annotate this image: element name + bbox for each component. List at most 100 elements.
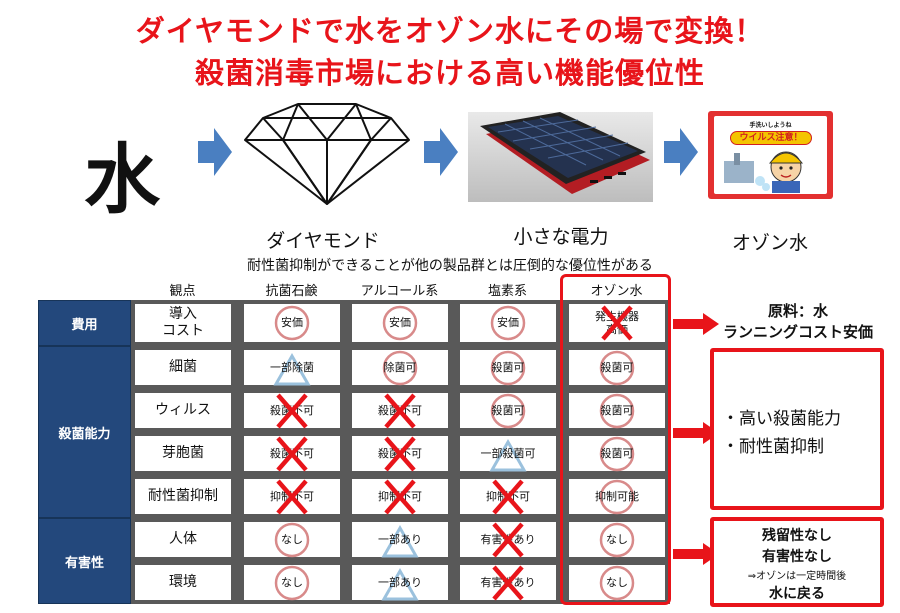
harm-callout-box: 残留性なし 有害性なし ⇒オゾンは一定時間後 水に戻る: [710, 517, 884, 607]
cost-callout-line2: ランニングコスト安価: [722, 323, 873, 341]
table-cell: 一部あり: [352, 522, 448, 557]
table-cell: 殺菌可: [569, 350, 665, 385]
cell-label: 一部あり: [378, 532, 422, 546]
table-cell: 殺菌可: [460, 393, 556, 428]
viewpoint-cell: 導入 コスト: [135, 304, 231, 342]
viewpoint-label: ウィルス: [155, 402, 211, 419]
column-header-ozone: オゾン水: [590, 284, 643, 299]
table-cell: 一部あり: [352, 565, 448, 600]
table-cell: 殺菌可: [460, 350, 556, 385]
cell-label: なし: [281, 575, 303, 589]
cell-label: 抑制不可: [486, 489, 530, 503]
table-cell: 安価: [244, 304, 340, 342]
cell-label: 安価: [497, 316, 519, 330]
table-cell: 発生機器 高価: [569, 304, 665, 342]
cell-label: 安価: [281, 316, 303, 330]
viewpoint-cell: 耐性菌抑制: [135, 479, 231, 514]
table-cell: 殺菌不可: [244, 393, 340, 428]
column-header-alcohol: アルコール系: [360, 284, 439, 299]
ozone-water-label: オゾン水: [731, 232, 808, 254]
red-arrow-icon: [673, 543, 719, 565]
table-cell: なし: [569, 522, 665, 557]
title-line-2: 殺菌消毒市場における高い機能優位性: [194, 56, 705, 90]
table-cell: なし: [244, 565, 340, 600]
table-cell: 安価: [460, 304, 556, 342]
table-cell: 殺菌可: [569, 393, 665, 428]
cell-label: 殺菌可: [600, 360, 634, 374]
ability-item-1: ・高い殺菌能力: [722, 409, 841, 429]
ability-callout-box: ・高い殺菌能力 ・耐性菌抑制: [710, 348, 884, 510]
cell-label: 有害性あり: [480, 532, 536, 546]
cell-label: 安価: [389, 316, 411, 330]
column-header-viewpoint: 観点: [169, 284, 196, 299]
viewpoint-cell: 細菌: [135, 350, 231, 385]
cell-label: 殺菌不可: [378, 403, 422, 417]
table-cell: 抑制不可: [460, 479, 556, 514]
group-header-cost: 費用: [38, 300, 131, 346]
poster-caption: 手洗いしようね: [749, 122, 792, 129]
cost-callout-line1: 原料：水: [767, 302, 828, 320]
column-header-chlorine: 塩素系: [487, 284, 527, 299]
table-cell: 一部除菌: [244, 350, 340, 385]
table-cell: 殺菌不可: [244, 436, 340, 471]
table-cell: 殺菌不可: [352, 393, 448, 428]
viewpoint-label: 芽胞菌: [162, 445, 204, 462]
power-label: 小さな電力: [513, 226, 609, 248]
table-cell: 抑制不可: [352, 479, 448, 514]
flow-arrow-icon: [424, 128, 458, 176]
harm-line-3: 水に戻る: [769, 586, 825, 602]
table-cell: 安価: [352, 304, 448, 342]
cell-label: なし: [606, 532, 628, 546]
table-cell: なし: [569, 565, 665, 600]
table-cell: 殺菌不可: [352, 436, 448, 471]
cell-label: なし: [606, 575, 628, 589]
harm-note: ⇒オゾンは一定時間後: [747, 571, 847, 582]
child-washing-hands-icon: [724, 151, 804, 193]
cell-label: 殺菌可: [600, 403, 634, 417]
cell-label: 殺菌不可: [270, 403, 314, 417]
viewpoint-cell: ウィルス: [135, 393, 231, 428]
cell-label: 殺菌不可: [378, 446, 422, 460]
advantage-note: 耐性菌抑制ができることが他の製品群とは圧倒的な優位性がある: [247, 258, 653, 274]
title-line-1: ダイヤモンドで水をオゾン水にその場で変換！: [135, 14, 765, 48]
cell-label: 抑制可能: [595, 489, 639, 503]
cell-label: 一部あり: [378, 575, 422, 589]
red-arrow-icon: [673, 422, 719, 444]
flow-arrow-icon: [664, 128, 698, 176]
cell-label: 殺菌可: [600, 446, 634, 460]
poster-warning: ウイルス注意！: [730, 131, 812, 145]
diamond-icon: [244, 103, 410, 205]
cell-label: 抑制不可: [270, 489, 314, 503]
flow-arrow-icon: [198, 128, 232, 176]
cell-label: 殺菌可: [491, 403, 525, 417]
harm-line-1: 残留性なし: [762, 528, 832, 544]
ability-item-2: ・耐性菌抑制: [722, 437, 824, 457]
table-cell: 一部殺菌可: [460, 436, 556, 471]
cell-label: 殺菌不可: [270, 446, 314, 460]
cell-label: 殺菌可: [491, 360, 525, 374]
table-cell: 除菌可: [352, 350, 448, 385]
cell-label: なし: [281, 532, 303, 546]
cell-label: 一部除菌: [270, 360, 314, 374]
column-header-soap: 抗菌石鹸: [265, 284, 318, 299]
table-cell: 有害性あり: [460, 522, 556, 557]
solar-power-bank-image: [468, 112, 653, 202]
diamond-label: ダイヤモンド: [266, 230, 380, 252]
table-cell: なし: [244, 522, 340, 557]
harm-line-2: 有害性なし: [762, 549, 832, 565]
viewpoint-cell: 環境: [135, 565, 231, 600]
table-cell: 抑制可能: [569, 479, 665, 514]
cell-label: 一部殺菌可: [480, 446, 536, 460]
handwash-poster: 手洗いしようね ウイルス注意！: [708, 111, 833, 199]
cell-label: 抑制不可: [378, 489, 422, 503]
viewpoint-label: 耐性菌抑制: [148, 488, 218, 505]
group-header-sterilization: 殺菌能力: [38, 346, 131, 518]
cost-callout: 原料：水 ランニングコスト安価: [712, 300, 884, 342]
water-character: 水: [84, 135, 160, 224]
red-arrow-icon: [673, 313, 719, 335]
viewpoint-label: 細菌: [169, 359, 197, 376]
cell-label: 有害性あり: [480, 575, 536, 589]
cell-label: 除菌可: [383, 360, 417, 374]
table-cell: 殺菌可: [569, 436, 665, 471]
cell-label: 発生機器 高価: [595, 309, 639, 336]
